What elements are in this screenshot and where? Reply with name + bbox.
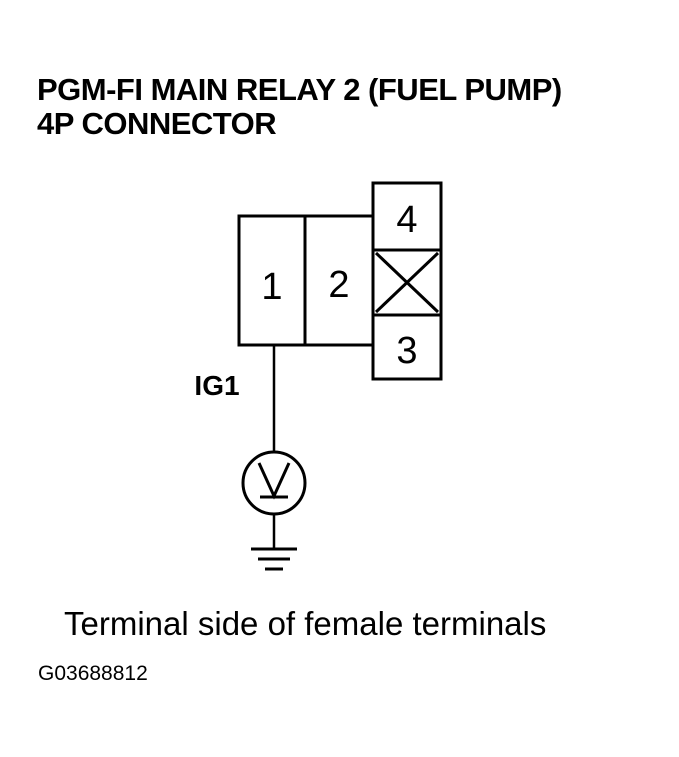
connector-side-block <box>371 181 443 381</box>
terminal-2-label: 2 <box>328 264 349 306</box>
diagram-title-line-1: PGM-FI MAIN RELAY 2 (FUEL PUMP) <box>37 72 562 107</box>
terminal-4-label: 4 <box>396 199 417 241</box>
diagram-caption: Terminal side of female terminals <box>64 605 547 642</box>
terminal-3-label: 3 <box>396 330 417 372</box>
voltmeter-icon <box>241 450 307 516</box>
diagram-title-line-2: 4P CONNECTOR <box>37 106 277 141</box>
blank-terminal-x-icon <box>374 251 440 314</box>
ig1-wire-label: IG1 <box>194 370 239 401</box>
terminal-1-label: 1 <box>261 266 282 308</box>
figure-code: G03688812 <box>38 662 148 685</box>
ground-icon <box>251 547 297 571</box>
